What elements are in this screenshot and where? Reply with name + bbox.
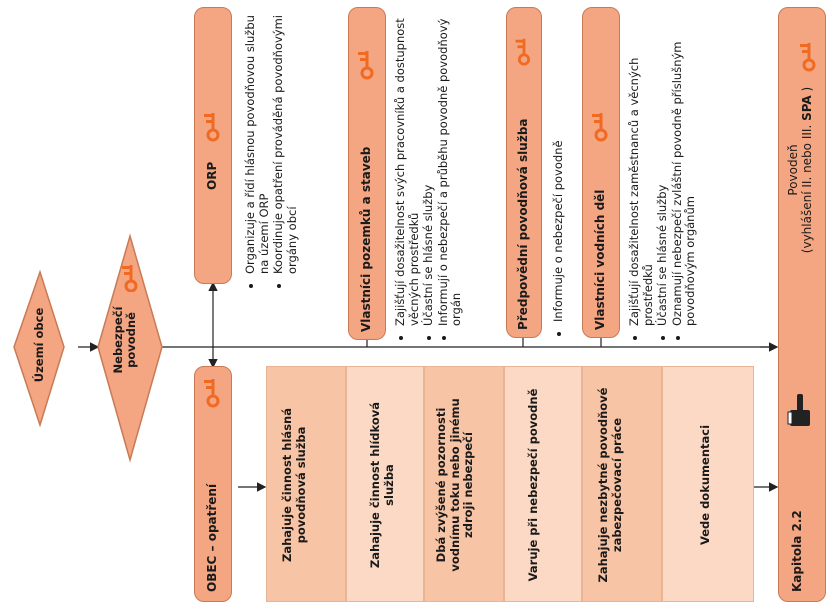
owners-water-list-wrap: Zajišťují dosažitelnost zaměstnanců a vě… xyxy=(627,10,699,340)
flood-line2-bold: SPA xyxy=(800,95,814,121)
owners-land-list: Zajišťují dosažitelnost svých pracovníků… xyxy=(393,10,464,340)
action-text: Vede dokumentaci xyxy=(698,424,712,546)
orp-list: Organizuje a řídí hlásnou povodňovou slu… xyxy=(243,8,299,288)
action-cell: Dbá zvýšené pozornosti vodnímu toku nebo… xyxy=(424,366,504,602)
territory-label: Území obce xyxy=(32,307,46,383)
owners-land-title-wrap: Vlastníci pozemků a staveb xyxy=(355,92,374,332)
owners-land-title: Vlastníci pozemků a staveb xyxy=(359,146,373,332)
forecast-title-wrap: Předpovědní povodňová služba xyxy=(512,90,531,330)
orp-title: ORP xyxy=(205,161,219,190)
chapter-label-wrap: Kapitola 2.2 xyxy=(786,412,805,592)
orp-list-wrap: Organizuje a řídí hlásnou povodňovou slu… xyxy=(243,8,300,288)
action-cell: Zahajuje činnost hlásná povodňová služba xyxy=(266,366,346,602)
action-cell: Zahajuje činnost hlídková služba xyxy=(346,366,424,602)
action-text: Varuje při nebezpečí povodně xyxy=(526,388,540,582)
orp-title-wrap: ORP xyxy=(201,10,220,190)
list-item: Informuje o nebezpečí povodně xyxy=(551,16,566,322)
action-text: Dbá zvýšené pozornosti vodnímu toku nebo… xyxy=(434,398,475,572)
forecast-list: Informuje o nebezpečí povodně xyxy=(551,16,566,336)
obec-box xyxy=(194,366,232,602)
list-item: Zajišťují dosažitelnost svých pracovníků… xyxy=(393,10,421,326)
forecast-list-wrap: Informuje o nebezpečí povodně xyxy=(551,16,567,336)
list-item: Organizuje a řídí hlásnou povodňovou slu… xyxy=(243,8,271,274)
pointing-hand-icon xyxy=(787,394,810,426)
obec-title-wrap: OBEC – opatření xyxy=(201,412,220,592)
key-icon xyxy=(800,43,816,72)
chapter-label: Kapitola 2.2 xyxy=(790,510,804,592)
obec-title: OBEC – opatření xyxy=(205,483,219,592)
list-item: Zajišťují dosažitelnost zaměstnanců a vě… xyxy=(627,10,655,326)
action-cell: Vede dokumentaci xyxy=(662,366,754,602)
forecast-title: Předpovědní povodňová služba xyxy=(516,118,530,330)
list-item: Oznamují nebezpečí zvláštní povodně přís… xyxy=(670,10,698,327)
danger-label-line2: povodně xyxy=(124,312,138,368)
owners-water-list: Zajišťují dosažitelnost zaměstnanců a vě… xyxy=(627,10,698,340)
list-item: Informují o nebezpečí a průběhu povodně … xyxy=(436,10,464,326)
action-text: Zahajuje nezbytné povodňové zabezpečovac… xyxy=(596,387,624,583)
action-cell: Zahajuje nezbytné povodňové zabezpečovac… xyxy=(582,366,662,602)
danger-diamond xyxy=(97,233,163,463)
key-icon xyxy=(592,113,608,142)
key-icon xyxy=(122,265,138,292)
list-item: Účastní se hlásné služby xyxy=(421,10,436,326)
key-icon xyxy=(358,51,374,80)
chapter-box xyxy=(778,7,826,602)
owners-land-list-wrap: Zajišťují dosažitelnost svých pracovníků… xyxy=(393,10,465,340)
key-icon xyxy=(515,38,531,66)
key-icon xyxy=(204,113,220,142)
territory-diamond xyxy=(13,269,65,428)
actions-block: Zahajuje činnost hlásná povodňová služba… xyxy=(266,366,754,602)
list-item: Koordinuje opatření prováděná povodňovým… xyxy=(271,8,299,274)
action-text: Zahajuje činnost hlídková služba xyxy=(368,401,396,569)
owners-water-title: Vlastníci vodních děl xyxy=(593,189,607,330)
owners-water-box xyxy=(582,7,620,338)
list-item: Účastní se hlásné služby xyxy=(655,10,670,326)
flood-line2-suffix: ) xyxy=(800,86,814,96)
danger-label-box: Nebezpečí povodně xyxy=(111,285,138,395)
forecast-box xyxy=(506,7,542,338)
territory-label-box: Území obce xyxy=(32,300,46,390)
flood-line2-prefix: (vyhlášení II. nebo III. xyxy=(800,120,814,254)
key-icon xyxy=(204,379,220,408)
action-cell: Varuje při nebezpečí povodně xyxy=(504,366,582,602)
orp-box xyxy=(194,7,232,284)
action-text: Zahajuje činnost hlásná povodňová služba xyxy=(280,408,308,562)
